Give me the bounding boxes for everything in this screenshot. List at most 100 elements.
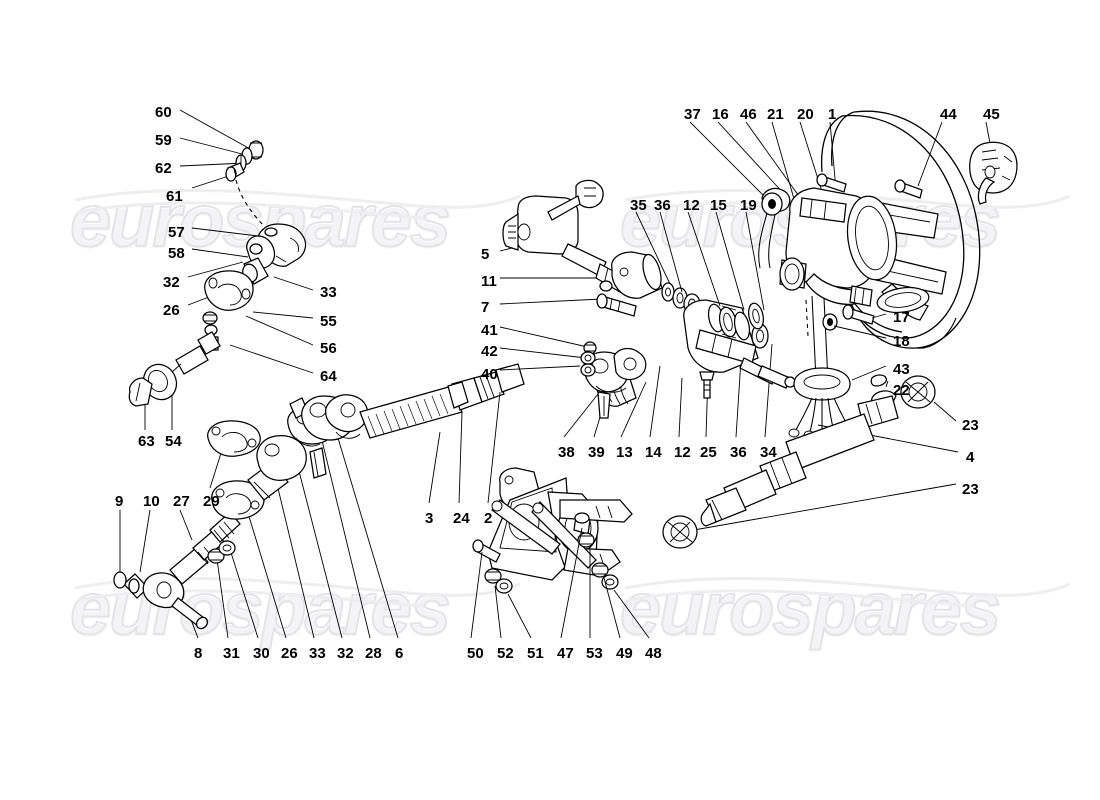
part-3-steering-shaft (359, 363, 525, 439)
callout-37: 37 (684, 106, 701, 123)
callout-13: 13 (616, 444, 633, 461)
callout-12-lower: 12 (674, 444, 691, 461)
callout-26-lower: 26 (281, 645, 298, 662)
callout-11: 11 (481, 273, 497, 290)
part-7-bolt (596, 293, 637, 317)
callout-33-lower: 33 (309, 645, 326, 662)
callout-50: 50 (467, 645, 484, 662)
callout-32-lower: 32 (337, 645, 354, 662)
part-39-pin (597, 391, 611, 419)
part-22-clip (870, 374, 888, 387)
leader-lines-bottom-center (470, 527, 650, 639)
part-40-bolt (580, 363, 596, 377)
callout-5: 5 (481, 246, 490, 263)
leader-lines-top-right (635, 121, 993, 311)
callout-4: 4 (966, 449, 975, 466)
leader-lines-center-bottom (428, 343, 773, 504)
callout-20: 20 (797, 106, 814, 123)
callout-59: 59 (155, 132, 172, 149)
callout-48: 48 (645, 645, 662, 662)
part-23-joint-upper (900, 375, 936, 409)
part-46-bolt (816, 173, 847, 193)
callout-36-upper: 36 (654, 197, 671, 214)
callout-43: 43 (893, 361, 910, 378)
callout-51: 51 (527, 645, 544, 662)
callout-19: 19 (740, 197, 757, 214)
mounting-bracket-assembly (487, 467, 633, 581)
part-26-flange-lower (211, 480, 265, 520)
callout-41: 41 (481, 322, 498, 339)
callout-36-lower: 36 (730, 444, 747, 461)
part-50-bolt (472, 539, 501, 563)
part-49-nut (591, 562, 609, 578)
callout-39: 39 (588, 444, 605, 461)
leader-lines-top-left (144, 109, 314, 430)
callout-33-upper: 33 (320, 284, 337, 301)
part-18-washer (822, 313, 838, 331)
part-2-lower-universal-joint (583, 347, 647, 393)
part-24-yoke (447, 381, 469, 409)
callout-56: 56 (320, 340, 337, 357)
part-61-bush (225, 162, 245, 182)
callout-58: 58 (168, 245, 185, 262)
part-29-flange (207, 420, 261, 457)
callout-12-upper: 12 (683, 197, 700, 214)
part-23-joint-lower (662, 515, 698, 549)
callout-52: 52 (497, 645, 514, 662)
part-41-nut (583, 341, 597, 355)
callout-18: 18 (893, 333, 910, 350)
part-5-ignition-switch (502, 179, 627, 293)
callout-34: 34 (760, 444, 777, 461)
callout-60: 60 (155, 104, 172, 121)
part-47-bolt (573, 512, 591, 535)
callout-1: 1 (828, 106, 837, 123)
part-4-intermediate-shaft (700, 390, 899, 527)
part-42-washer (580, 351, 596, 365)
callout-7: 7 (481, 299, 490, 316)
key-link-dashes (235, 179, 267, 229)
part-28-bolt (309, 447, 327, 479)
callout-23-lower: 23 (962, 481, 979, 498)
callout-3: 3 (425, 510, 434, 527)
leader-lines-lower-left (119, 417, 399, 639)
part-55-nut (202, 311, 218, 325)
callout-15: 15 (710, 197, 727, 214)
part-17-bolt (842, 304, 875, 325)
callout-38: 38 (558, 444, 575, 461)
part-16-washer (761, 192, 783, 216)
callout-44: 44 (940, 106, 957, 123)
callout-26-upper: 26 (163, 302, 180, 319)
callout-25: 25 (700, 444, 717, 461)
part-63-54-shaft-assembly (128, 331, 221, 407)
part-1-column-housing (758, 187, 898, 307)
callout-54: 54 (165, 433, 182, 450)
callout-62: 62 (155, 160, 172, 177)
callout-9: 9 (115, 493, 124, 510)
part-57-58-universal-joint (242, 223, 307, 285)
watermark-swoosh (74, 188, 1071, 608)
callout-16: 16 (712, 106, 729, 123)
callout-22: 22 (893, 382, 910, 399)
part-15-19-bearing-stack (707, 302, 764, 341)
callout-6: 6 (395, 645, 404, 662)
callout-40: 40 (481, 366, 498, 383)
callout-27: 27 (173, 493, 190, 510)
part-26-flange (204, 270, 254, 311)
callout-32-upper: 32 (163, 274, 180, 291)
part-48-washer (601, 574, 619, 590)
callout-10: 10 (143, 493, 160, 510)
callout-2: 2 (484, 510, 493, 527)
callout-17: 17 (893, 309, 910, 326)
part-30-washer (218, 540, 236, 556)
callout-61: 61 (166, 188, 183, 205)
callout-14: 14 (645, 444, 662, 461)
callout-45: 45 (983, 106, 1000, 123)
part-52-nut (484, 568, 502, 584)
callout-8: 8 (194, 645, 203, 662)
callout-64: 64 (320, 368, 337, 385)
callout-53: 53 (586, 645, 603, 662)
callout-46: 46 (740, 106, 757, 123)
callout-30: 30 (253, 645, 270, 662)
